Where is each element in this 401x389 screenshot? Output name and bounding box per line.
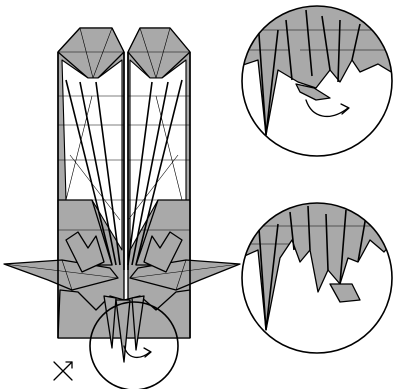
main-model [4, 28, 240, 362]
turn-over-icon [54, 362, 72, 380]
top-detail-view [240, 0, 401, 160]
bottom-detail-view [240, 200, 401, 360]
